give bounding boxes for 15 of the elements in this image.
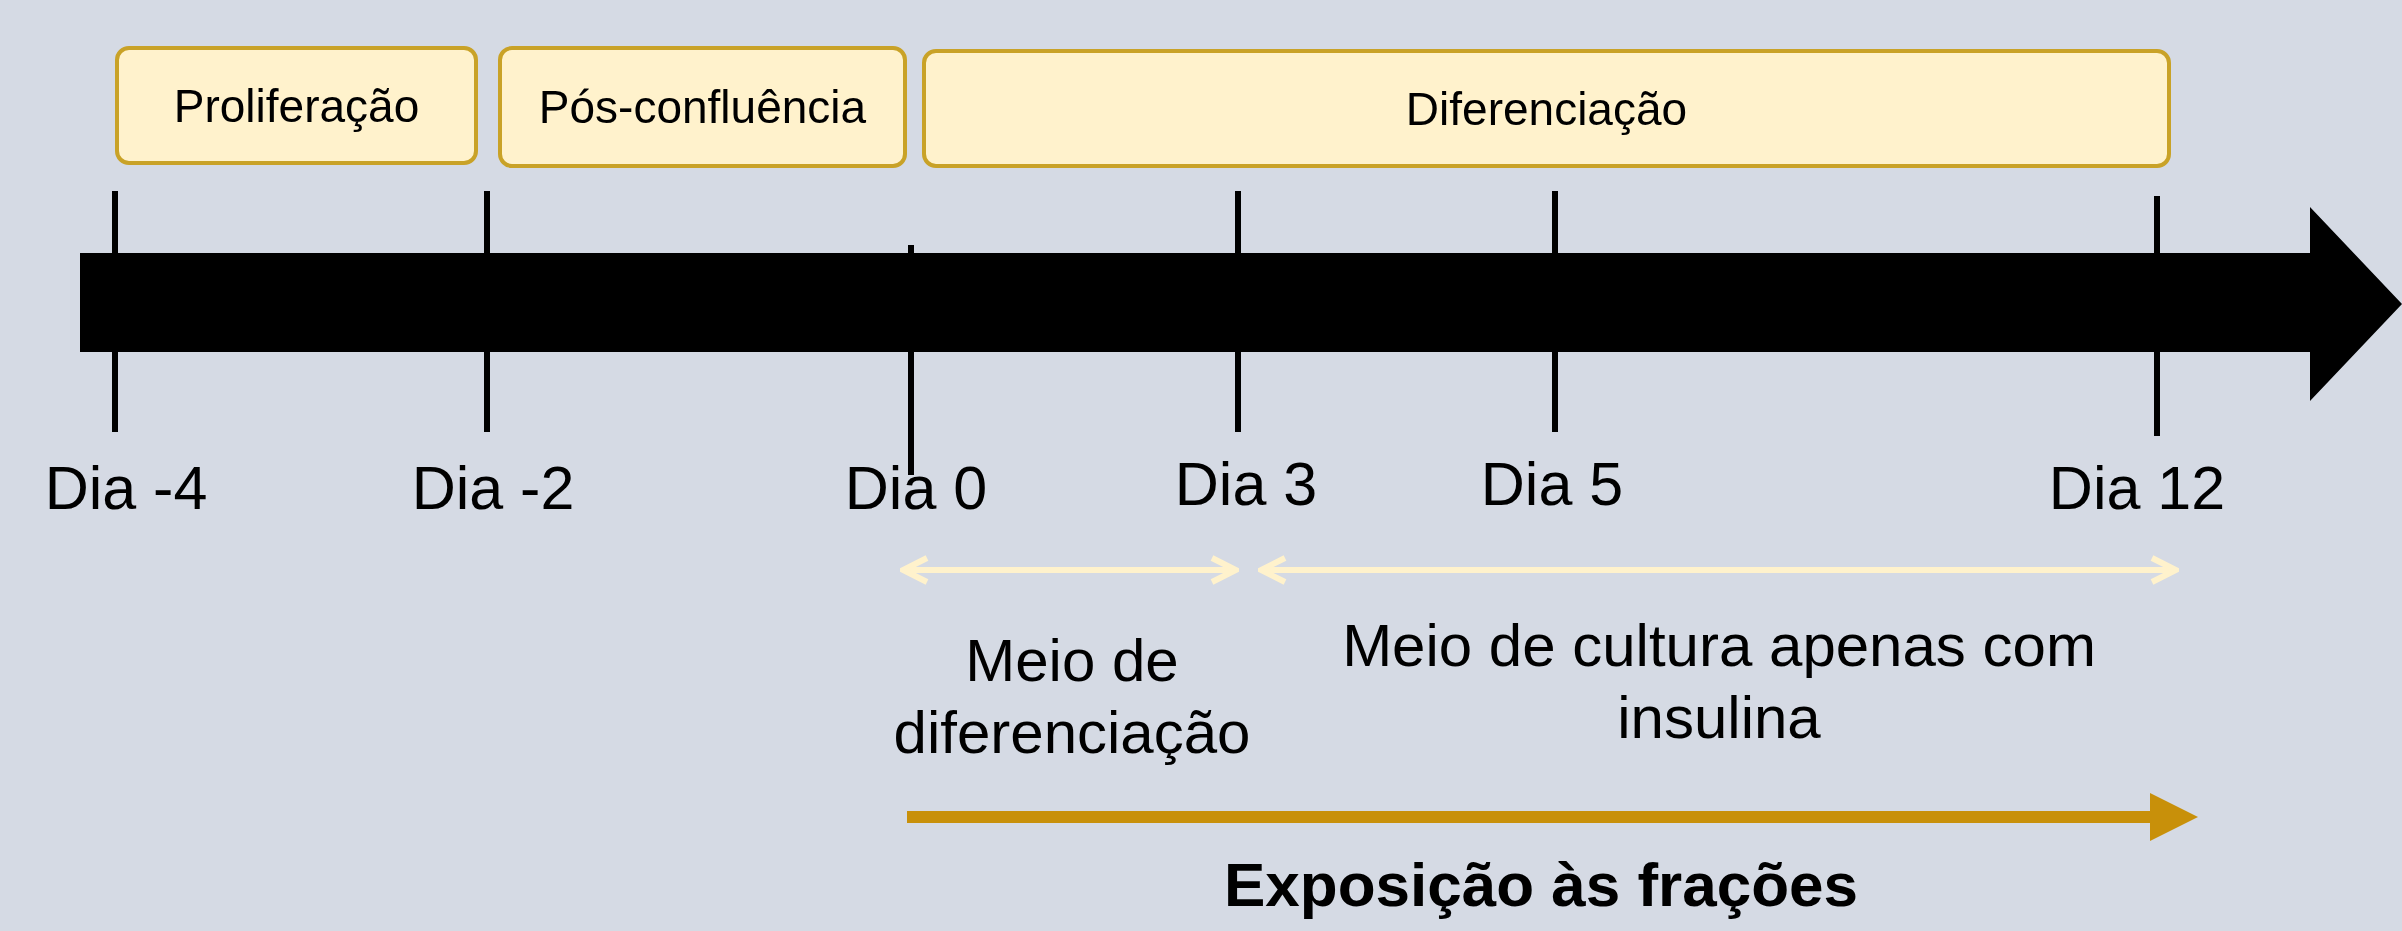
exposure-label: Exposição às frações	[1222, 849, 1860, 921]
phase-label: Proliferação	[173, 78, 420, 133]
phase-label: Pós-confluência	[538, 80, 867, 134]
phase-box	[498, 46, 907, 168]
day-label: Dia -4	[43, 453, 209, 524]
phase-box	[922, 49, 2171, 168]
day-label: Dia 0	[843, 453, 989, 524]
phase-label: Diferenciação	[1405, 81, 1688, 136]
day-label: Dia 3	[1173, 449, 1319, 520]
day-label: Dia 12	[2047, 453, 2227, 524]
day-label: Dia 5	[1479, 449, 1625, 520]
period-label: Meio de diferenciação	[892, 626, 1252, 768]
phase-box	[115, 46, 478, 165]
day-label: Dia -2	[410, 453, 576, 524]
period-label: Meio de cultura apenas com insulina	[1341, 611, 2097, 753]
